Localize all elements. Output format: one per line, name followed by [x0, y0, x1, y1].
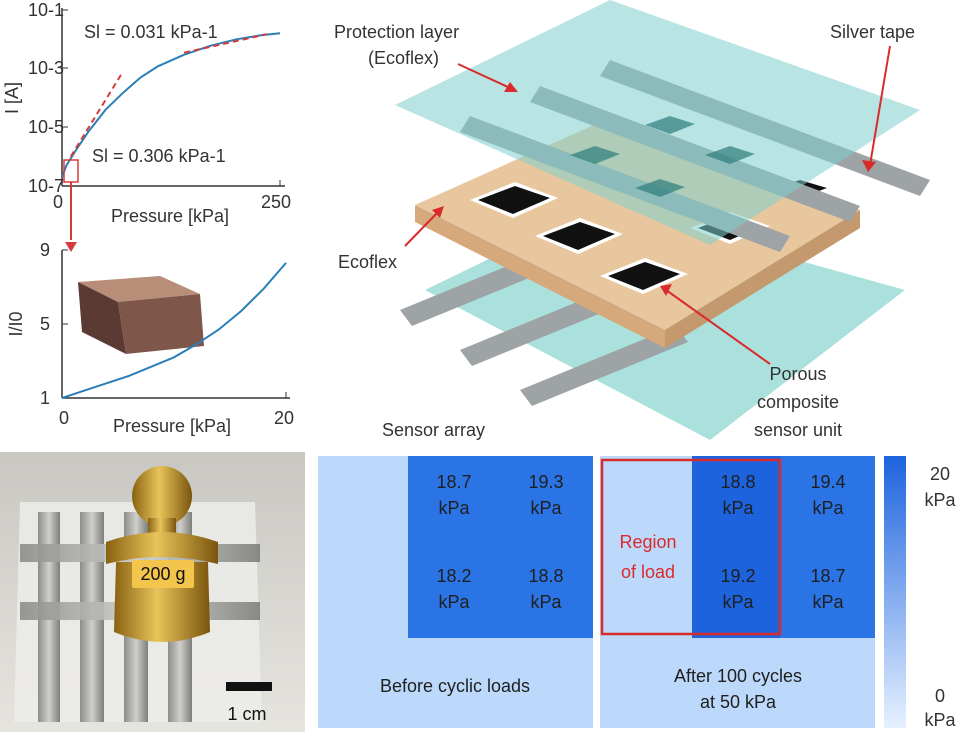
y-tick-label-9: 9 — [40, 240, 50, 260]
cell-unit: kPa — [812, 498, 844, 518]
colorbar-max-unit: kPa — [924, 490, 956, 510]
y-tick-label-4: 10-7 — [28, 176, 64, 196]
sensor-array-diagram: Protection layer (Ecoflex) Silver tape E… — [334, 0, 930, 440]
silver-tape-label: Silver tape — [830, 22, 915, 42]
cell-unit: kPa — [812, 592, 844, 612]
cell-unit: kPa — [438, 592, 470, 612]
pressure-heatmaps: 18.7 kPa 19.3 kPa 18.2 kPa 18.8 kPa Befo… — [318, 456, 956, 730]
current-pressure-chart: 10-1 10-3 10-5 10-7 0 250 Pressure [kPa]… — [2, 0, 291, 240]
cell-unit: kPa — [438, 498, 470, 518]
cell-unit: kPa — [530, 498, 562, 518]
porous-label-1: Porous — [769, 364, 826, 384]
heatmap-after: Region of load 18.8 kPa 19.4 kPa 19.2 kP… — [600, 456, 875, 728]
heatmap-after-loaded — [780, 456, 875, 638]
x-tick-label-20: 20 — [274, 408, 294, 428]
heatmap-before: 18.7 kPa 19.3 kPa 18.2 kPa 18.8 kPa Befo… — [318, 456, 593, 728]
ecoflex-slab-side — [665, 210, 860, 348]
cell-value: 19.4 — [810, 472, 845, 492]
cell-value: 18.8 — [720, 472, 755, 492]
scale-bar-label: 1 cm — [227, 704, 267, 724]
ecoflex-slab-front — [415, 205, 665, 348]
region-of-load-box — [600, 458, 782, 636]
colorbar-min-unit: kPa — [924, 710, 956, 730]
y-axis-label: I/I0 — [6, 311, 26, 336]
cell-value: 18.7 — [810, 566, 845, 586]
y-axis-label: I [A] — [2, 82, 22, 114]
x-tick-label-0: 0 — [59, 408, 69, 428]
heatmap-before-loaded — [408, 456, 593, 638]
protection-layer-sublabel: (Ecoflex) — [368, 48, 439, 68]
cell-unit: kPa — [722, 498, 754, 518]
x-axis-label: Pressure [kPa] — [113, 416, 231, 436]
cell-value: 19.3 — [528, 472, 563, 492]
ratio-curve — [61, 262, 287, 399]
colorbar — [884, 456, 906, 728]
x-axis-label: Pressure [kPa] — [111, 206, 229, 226]
y-tick-label-5: 5 — [40, 314, 50, 334]
weight-label: 200 g — [132, 560, 194, 588]
heatmap-before-title: Before cyclic loads — [380, 676, 530, 696]
colorbar-max-value: 20 — [930, 464, 950, 484]
current-curve — [61, 32, 281, 178]
region-label-2: of load — [621, 562, 675, 582]
top-layer-windows — [570, 116, 755, 197]
heatmap-after-region-cells — [692, 456, 780, 638]
callout-arrow-heads — [432, 82, 876, 296]
y-tick-label-2: 10-3 — [28, 58, 64, 78]
fit-line-low — [69, 70, 124, 158]
callout-arrows — [404, 45, 891, 365]
heatmap-after-title-2: at 50 kPa — [700, 692, 777, 712]
zoom-arrow-head — [65, 242, 77, 252]
slope-high-label: Sl = 0.031 kPa-1 — [84, 22, 218, 42]
cell-value: 18.7 — [436, 472, 471, 492]
cell-value: 18.2 — [436, 566, 471, 586]
x-tick-label-0: 0 — [53, 192, 63, 212]
x-tick-label-250: 250 — [261, 192, 291, 212]
protection-layer-label: Protection layer — [334, 22, 459, 42]
sensor-array-label: Sensor array — [382, 420, 485, 440]
cell-value: 19.2 — [720, 566, 755, 586]
fit-line-high — [183, 33, 268, 54]
y-tick-label-1: 10-1 — [28, 0, 64, 20]
ecoflex-label: Ecoflex — [338, 252, 397, 272]
weight-photo: 200 g 1 cm — [0, 452, 305, 732]
cell-value: 18.8 — [528, 566, 563, 586]
porous-label-3: sensor unit — [754, 420, 842, 440]
cell-unit: kPa — [722, 592, 754, 612]
heatmap-after-title-1: After 100 cycles — [674, 666, 802, 686]
colorbar-min-value: 0 — [935, 686, 945, 706]
zoom-box — [63, 159, 79, 183]
porous-cube-photo — [78, 276, 204, 354]
porous-label-2: composite — [757, 392, 839, 412]
normalized-current-chart: 9 5 1 0 20 Pressure [kPa] I/I0 — [6, 240, 294, 436]
slope-low-label: Sl = 0.306 kPa-1 — [92, 146, 226, 166]
cell-unit: kPa — [530, 592, 562, 612]
y-tick-label-1: 1 — [40, 388, 50, 408]
region-label-1: Region — [619, 532, 676, 552]
y-tick-label-3: 10-5 — [28, 117, 64, 137]
weight-photo-drawing — [0, 452, 305, 732]
